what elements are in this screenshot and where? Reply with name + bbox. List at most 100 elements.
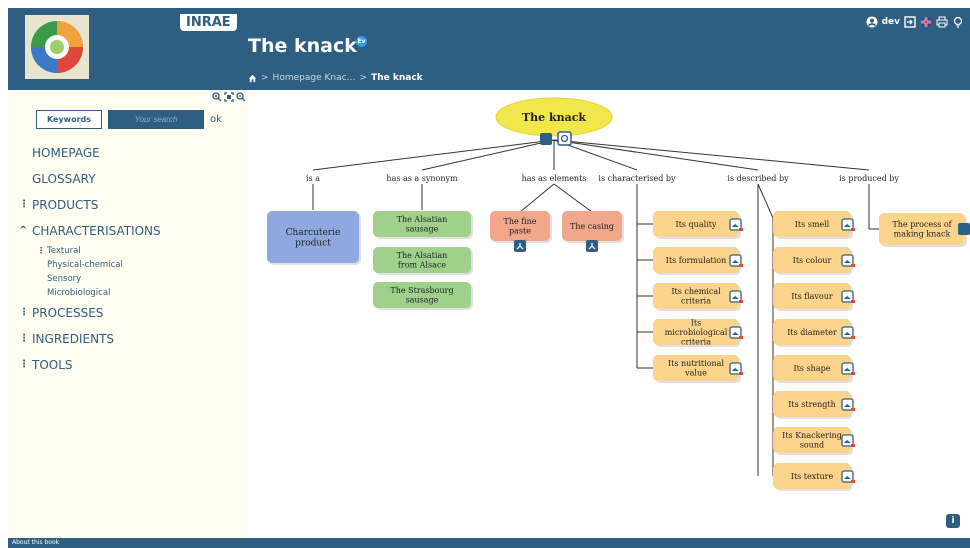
sidebar-subitem-microbiological[interactable]: Microbiological [16, 286, 248, 300]
node-label: making knack [894, 230, 951, 239]
synonym-node[interactable] [373, 211, 471, 237]
image-icon-corner [851, 408, 855, 411]
link-icon-glyph [516, 243, 524, 250]
sidebar-item-ingredients[interactable]: ⋮ INGREDIENTS [16, 326, 248, 352]
breadcrumb: > Homepage Knac… > The knack [248, 73, 423, 83]
chevron-up-icon[interactable]: ^ [19, 225, 28, 236]
sidebar-item-label: CHARACTERISATIONS [32, 224, 161, 238]
bulb-icon[interactable] [952, 16, 964, 28]
image-icon-corner [851, 228, 855, 231]
sidebar-item-processes[interactable]: ⋮ PROCESSES [16, 300, 248, 326]
attribute-node[interactable] [773, 355, 851, 381]
connector-line [312, 139, 555, 171]
graph-icon[interactable] [540, 133, 552, 145]
attribute-node[interactable] [653, 283, 739, 309]
image-icon-glyph [732, 224, 739, 227]
attribute-node[interactable] [773, 427, 851, 453]
attribute-node[interactable] [653, 355, 739, 381]
node-label: The Strasbourg [390, 286, 453, 295]
breadcrumb-separator: > [359, 73, 368, 83]
ok-button[interactable]: ok [210, 114, 222, 125]
zoom-in-icon[interactable] [212, 92, 222, 102]
attribute-node[interactable] [773, 463, 851, 489]
node-label: Its shape [794, 364, 831, 373]
sidebar-subitem-textural[interactable]: ⋮ Textural [16, 244, 248, 258]
top-right-toolbar: dev [866, 16, 964, 28]
image-icon-glyph [732, 260, 739, 263]
home-icon[interactable] [248, 74, 257, 83]
root-node-label: The knack [522, 111, 586, 124]
print-icon[interactable] [936, 16, 948, 28]
synonym-node[interactable] [373, 247, 471, 273]
sidebar-subitem-sensory[interactable]: Sensory [16, 272, 248, 286]
image-icon-corner [851, 372, 855, 375]
more-icon[interactable]: ⋮ [19, 199, 29, 210]
more-icon[interactable]: ⋮ [37, 246, 45, 255]
brand-logo[interactable]: INRAE [180, 14, 237, 31]
sidebar-item-characterisations[interactable]: ^ CHARACTERISATIONS [16, 218, 248, 244]
camera-icon[interactable] [557, 131, 572, 146]
search-row: Keywords ok [36, 110, 222, 129]
info-icon[interactable]: i [946, 514, 960, 528]
fit-screen-icon[interactable] [224, 92, 234, 102]
attribute-node[interactable] [773, 319, 851, 345]
image-icon-glyph [844, 368, 851, 371]
image-icon-corner [739, 372, 743, 375]
sidebar-subitem-physical-chemical[interactable]: Physical-chemical [16, 258, 248, 272]
attribute-node[interactable] [653, 211, 739, 237]
node-label: Its flavour [791, 292, 833, 301]
element-node[interactable] [490, 211, 550, 241]
link-icon-glyph [588, 243, 596, 250]
image-icon-corner [851, 300, 855, 303]
process-node[interactable] [879, 213, 965, 245]
synonym-node[interactable] [373, 282, 471, 308]
more-icon[interactable]: ⋮ [19, 307, 29, 318]
node-label: Its quality [676, 220, 717, 229]
sidebar-item-tools[interactable]: ⋮ TOOLS [16, 352, 248, 378]
element-node[interactable] [562, 211, 622, 241]
user-icon[interactable] [866, 16, 878, 28]
uk-flag-icon[interactable] [920, 16, 932, 28]
node-label: microbiological [665, 328, 728, 337]
ev-badge[interactable]: Ev [356, 36, 367, 47]
node-label: value [684, 369, 707, 378]
image-icon-corner [739, 300, 743, 303]
attribute-node[interactable] [773, 211, 851, 237]
sidebar-nav: HOMEPAGE GLOSSARY ⋮ PRODUCTS ^ CHARACTER… [16, 140, 248, 378]
product-node[interactable] [267, 211, 359, 263]
node-label: The fine [504, 217, 537, 226]
more-icon[interactable]: ⋮ [19, 333, 29, 344]
attribute-node[interactable] [773, 283, 851, 309]
node-label: Charcuterie [286, 228, 341, 238]
user-name[interactable]: dev [881, 17, 900, 27]
node-label: sausage [406, 296, 439, 305]
about-link[interactable]: About this book [12, 539, 60, 546]
book-logo[interactable] [25, 15, 89, 79]
image-icon-glyph [844, 296, 851, 299]
node-label: Its colour [793, 256, 832, 265]
keywords-button[interactable]: Keywords [36, 110, 102, 129]
zoom-out-icon[interactable] [236, 92, 246, 102]
zoom-tools [212, 92, 246, 102]
sidebar-subitem-label: Sensory [47, 274, 82, 284]
page-title: The knack [248, 35, 357, 57]
root-node[interactable] [495, 97, 613, 137]
attribute-node[interactable] [653, 319, 739, 345]
breadcrumb-homepage[interactable]: Homepage Knac… [272, 73, 356, 83]
attribute-node[interactable] [773, 391, 851, 417]
link-icon[interactable] [958, 223, 970, 235]
attribute-node[interactable] [773, 247, 851, 273]
image-icon-corner [739, 264, 743, 267]
camera-icon-lens [560, 134, 569, 143]
attribute-node[interactable] [653, 247, 739, 273]
sidebar-item-products[interactable]: ⋮ PRODUCTS [16, 192, 248, 218]
node-label: sound [800, 441, 824, 450]
more-icon[interactable]: ⋮ [19, 359, 29, 370]
sidebar-item-glossary[interactable]: GLOSSARY [16, 166, 248, 192]
logout-icon[interactable] [904, 16, 916, 28]
sidebar-item-homepage[interactable]: HOMEPAGE [16, 140, 248, 166]
connector-line [553, 139, 759, 171]
cycle-logo-icon [31, 21, 83, 73]
search-input[interactable] [108, 110, 204, 129]
